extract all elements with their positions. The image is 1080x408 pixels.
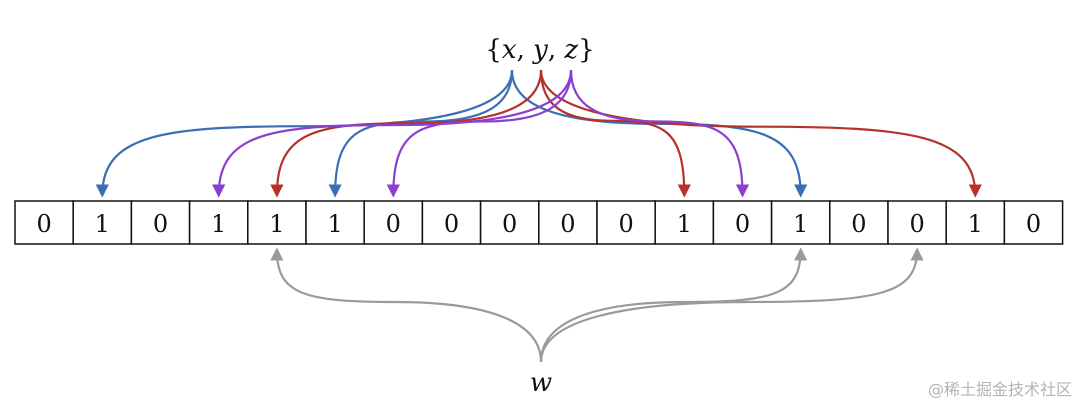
bit-value: 1 (211, 210, 226, 238)
query-hash-arrows (270, 247, 924, 363)
bit-cell-border (829, 200, 889, 245)
bit-value: 1 (968, 210, 983, 238)
element-hash-arrows (95, 69, 982, 198)
bit-cell-border (770, 200, 831, 245)
bit-value: 0 (1026, 210, 1041, 238)
hash-arrow-x (95, 69, 514, 198)
bit-cell-border (654, 200, 715, 245)
bit-value: 1 (793, 210, 808, 238)
hash-arrow-z (386, 69, 573, 198)
bit-value: 0 (153, 210, 168, 238)
hash-arrow-y (270, 69, 543, 198)
bit-cell-border (1003, 200, 1064, 245)
bit-value: 0 (36, 210, 51, 238)
bit-cell-border (72, 200, 133, 245)
bit-value: 1 (269, 210, 284, 238)
set-separator: , (548, 35, 565, 65)
bit-cell: 0 (712, 200, 773, 245)
bit-cell: 1 (305, 200, 365, 245)
hash-arrow-z (569, 69, 750, 198)
bit-value: 1 (327, 210, 342, 238)
bit-value: 0 (909, 210, 924, 238)
bit-cell: 1 (188, 200, 249, 245)
bit-cell: 0 (1003, 200, 1064, 245)
element-x-label: x (502, 35, 517, 65)
bit-cell: 1 (945, 200, 1006, 245)
bit-cell: 1 (247, 200, 307, 245)
bit-value: 0 (618, 210, 633, 238)
bit-cell-border (712, 200, 773, 245)
bit-cell: 0 (421, 200, 482, 245)
hash-arrow-y (539, 69, 691, 198)
bit-cell-border (130, 200, 191, 245)
bit-value: 0 (560, 210, 575, 238)
bit-value: 0 (444, 210, 459, 238)
bit-value: 0 (502, 210, 517, 238)
hash-arrow-x (328, 69, 514, 198)
bit-cell: 0 (479, 200, 540, 245)
bit-value: 0 (851, 210, 866, 238)
bit-array: 0 1 0 1 1 1 0 0 0 0 0 1 0 1 0 0 1 0 (14, 200, 1064, 245)
bit-cell: 1 (72, 200, 133, 245)
bit-cell: 0 (887, 200, 947, 245)
set-open-brace: { (485, 35, 502, 65)
bit-value: 1 (95, 210, 110, 238)
bit-cell: 1 (770, 200, 831, 245)
query-element-w-label: w (530, 368, 552, 398)
bit-value: 1 (677, 210, 692, 238)
hash-arrow-w (539, 247, 924, 363)
hash-arrow-w (539, 247, 808, 363)
hash-arrow-w (270, 247, 543, 363)
hash-arrow-z (212, 69, 573, 198)
bit-cell-border (887, 200, 947, 245)
watermark: @稀土掘金技术社区 (927, 380, 1072, 399)
bit-cell-border (421, 200, 482, 245)
bit-cell: 0 (538, 200, 598, 245)
bit-cell: 1 (654, 200, 715, 245)
element-y-label: y (532, 35, 548, 65)
bit-cell-border (479, 200, 540, 245)
bit-cell-border (188, 200, 249, 245)
set-close-brace: } (578, 35, 595, 65)
bit-cell-border (14, 200, 74, 245)
element-set-label: {x, y, z} (485, 35, 594, 65)
bit-cell-border (538, 200, 598, 245)
bit-cell-border (596, 200, 656, 245)
hash-arrow-x (510, 69, 808, 198)
bit-cell: 0 (14, 200, 74, 245)
bit-cell: 0 (596, 200, 656, 245)
bit-value: 0 (386, 210, 401, 238)
bit-cell: 0 (829, 200, 889, 245)
bit-cell-border (945, 200, 1006, 245)
bit-cell-border (305, 200, 365, 245)
set-separator: , (517, 35, 534, 65)
bit-cell: 0 (130, 200, 191, 245)
bit-cell-border (247, 200, 307, 245)
bit-value: 0 (735, 210, 750, 238)
bit-cell: 0 (363, 200, 424, 245)
element-z-label: z (563, 35, 578, 65)
